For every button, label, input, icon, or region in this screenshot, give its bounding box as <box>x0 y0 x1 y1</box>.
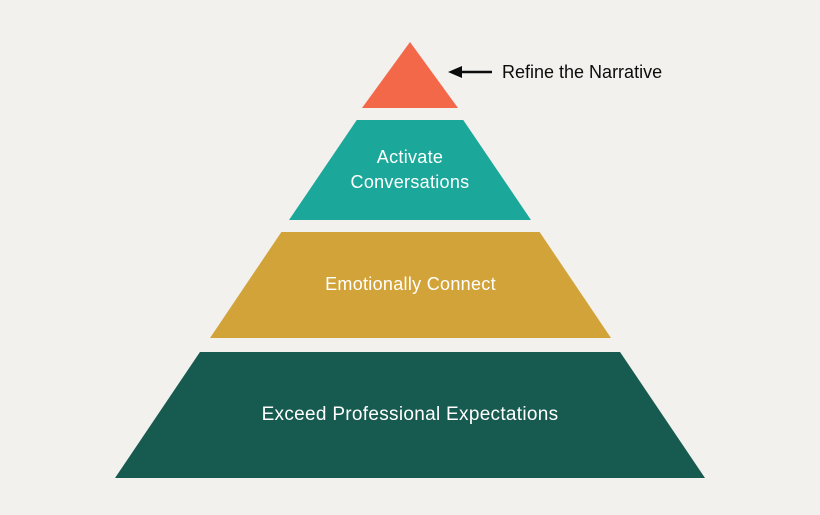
pyramid-level-refine-narrative <box>362 42 458 108</box>
pyramid-level-exceed-expectations: Exceed Professional Expectations <box>115 352 705 478</box>
pyramid-level-label: Activate Conversations <box>350 146 470 192</box>
pyramid-level-activate-conversations: Activate Conversations <box>289 120 531 220</box>
apex-annotation: Refine the Narrative <box>448 60 662 84</box>
pyramid-level-label: Exceed Professional Expectations <box>261 403 559 425</box>
pyramid-level-emotionally-connect: Emotionally Connect <box>210 232 611 338</box>
pyramid-level-label: Emotionally Connect <box>325 274 496 295</box>
arrow-left-icon <box>448 64 492 80</box>
annotation-label: Refine the Narrative <box>502 61 663 82</box>
